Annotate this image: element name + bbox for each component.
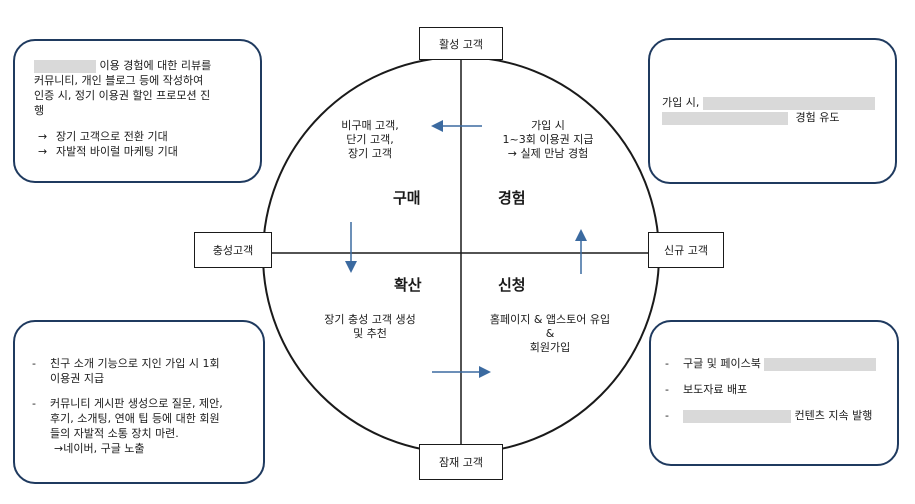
box-review-promotion: 이용 경험에 대한 리뷰를 커뮤니티, 개인 블로그 등에 작성하여 인증 시,… — [13, 39, 262, 183]
redacted-text — [702, 96, 875, 110]
quadrant-text-line: 비구매 고객, — [341, 119, 399, 132]
label-new-customer-text: 신규 고객 — [664, 244, 708, 257]
quadrant-text-line: 가입 시 — [531, 119, 565, 132]
box-referral-community: - 친구 소개 기능으로 지인 가입 시 1회 이용권 지급 - 커뮤니티 게시… — [13, 320, 265, 484]
dash-marker: - — [665, 409, 669, 422]
channel-list: -구글 및 페이스북 -보도자료 배포 - 컨텐츠 지속 발행 — [661, 356, 897, 423]
box-text-line: 커뮤니티, 개인 블로그 등에 작성하여 — [34, 74, 204, 87]
label-potential-customer: 잠재 고객 — [419, 444, 503, 480]
expectation-list: →장기 고객으로 전환 기대 →자발적 바이럴 마케팅 기대 — [34, 129, 260, 159]
box-text-line: 이용 경험에 대한 리뷰를 — [34, 58, 260, 73]
quadrant-text-line: 1~3회 이용권 지급 — [502, 133, 594, 146]
list-item: →장기 고객으로 전환 기대 — [38, 130, 168, 143]
quadrant-text-line: & — [545, 327, 555, 340]
arrow-marker: → — [38, 130, 48, 143]
quadrant-text-apply: 홈페이지 & 앱스토어 유입 & 회원가입 — [470, 313, 630, 355]
quadrant-text-purchase: 비구매 고객, 단기 고객, 장기 고객 — [322, 119, 418, 161]
redacted-text — [683, 409, 791, 423]
quadrant-text-spread: 장기 충성 고객 생성 및 추천 — [305, 313, 435, 341]
list-item: - 커뮤니티 게시판 생성으로 질문, 제안, 후기, 소개팅, 연애 팁 등에… — [32, 397, 223, 455]
redacted-text — [764, 357, 877, 371]
list-item: -보도자료 배포 — [665, 383, 748, 396]
label-loyal-customer: 충성고객 — [194, 232, 272, 268]
quadrant-text-line: → 실제 만남 경험 — [507, 147, 589, 160]
box-text-line: 경험 유도 — [662, 110, 895, 125]
quadrant-text-line: 장기 고객 — [348, 147, 392, 160]
quadrant-text-line: 홈페이지 & 앱스토어 유입 — [489, 313, 611, 326]
label-active-customer-text: 활성 고객 — [439, 37, 483, 51]
dash-marker: - — [32, 357, 36, 370]
box-marketing-channels: -구글 및 페이스북 -보도자료 배포 - 컨텐츠 지속 발행 — [649, 320, 899, 466]
quadrant-text-line: 단기 고객, — [346, 133, 394, 146]
list-item: -구글 및 페이스북 — [661, 356, 897, 371]
box-text-line: 행 — [34, 104, 45, 117]
list-item: - 친구 소개 기능으로 지인 가입 시 1회 이용권 지급 — [32, 357, 220, 385]
dash-marker: - — [665, 383, 669, 396]
quadrant-text-experience: 가입 시 1~3회 이용권 지급 → 실제 만남 경험 — [482, 119, 614, 161]
list-item: - 컨텐츠 지속 발행 — [665, 409, 873, 423]
quadrant-title-spread: 확산 — [394, 276, 422, 294]
label-potential-customer-text: 잠재 고객 — [439, 456, 483, 469]
box-text-line: 인증 시, 정기 이용권 할인 프로모션 진 — [34, 89, 211, 102]
dash-marker: - — [665, 357, 669, 370]
box-text-line: 가입 시, — [662, 95, 895, 110]
redacted-text — [34, 59, 96, 73]
label-loyal-customer-text: 충성고객 — [212, 244, 254, 257]
box-signup-experience: 가입 시, 경험 유도 — [648, 38, 897, 184]
quadrant-title-purchase: 구매 — [393, 189, 421, 207]
redacted-text — [662, 111, 788, 125]
quadrant-title-experience: 경험 — [498, 189, 526, 207]
quadrant-text-line: 회원가입 — [529, 341, 571, 354]
list-item: →자발적 바이럴 마케팅 기대 — [38, 145, 178, 158]
dash-marker: - — [32, 397, 36, 410]
arrow-marker: → — [38, 145, 48, 158]
label-active-customer: 활성 고객 — [419, 27, 503, 60]
label-new-customer: 신규 고객 — [648, 232, 724, 268]
quadrant-title-apply: 신청 — [498, 276, 526, 294]
quadrant-text-line: 장기 충성 고객 생성 — [324, 313, 416, 326]
quadrant-text-line: 및 추천 — [353, 327, 387, 340]
referral-list: - 친구 소개 기능으로 지인 가입 시 1회 이용권 지급 - 커뮤니티 게시… — [28, 356, 263, 456]
